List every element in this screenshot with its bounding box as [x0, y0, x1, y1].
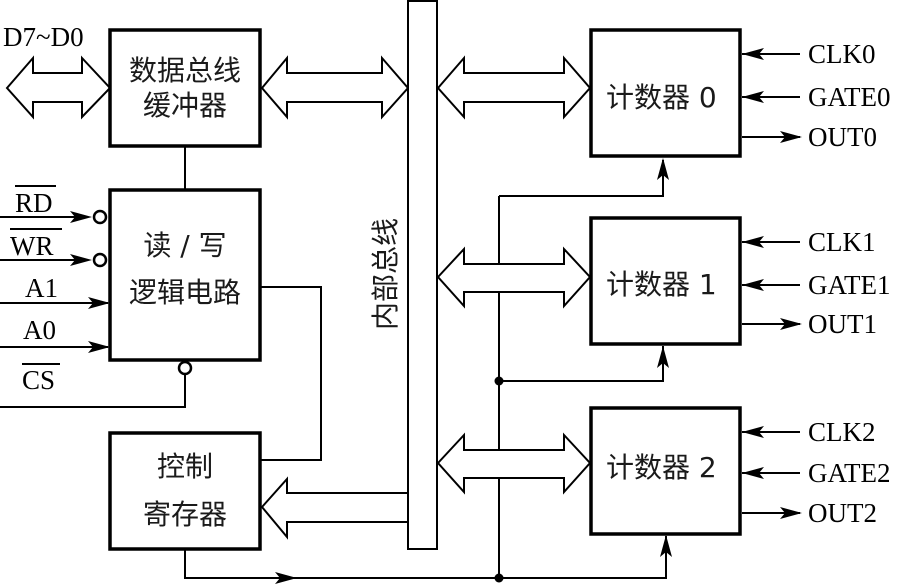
- rd-inversion-bubble: [92, 209, 108, 225]
- counter2-block: [589, 406, 742, 536]
- control-output-arrowhead: [275, 572, 297, 584]
- internal-bus: [407, 0, 438, 550]
- counter2-label: 计数器 2: [606, 451, 717, 484]
- wr-inversion-bubble: [92, 252, 108, 268]
- cs-inversion-bubble: [177, 360, 193, 376]
- rw-logic-label-line1: 读 / 写: [143, 229, 226, 262]
- a0-label: A0: [23, 315, 56, 345]
- clk0-arrowhead: [742, 48, 764, 60]
- counter1-label: 计数器 1: [606, 268, 717, 301]
- gate2-label: GATE2: [808, 458, 891, 488]
- clk2-label: CLK2: [808, 417, 876, 447]
- control-register-label-line1: 控制: [157, 450, 213, 483]
- wr-label: WR: [10, 231, 54, 261]
- control-register-block: [108, 431, 262, 551]
- data-bus-buffer-label-line2: 缓冲器: [143, 89, 227, 122]
- wr-arrowhead: [70, 254, 92, 266]
- data-bus-buffer-label-line1: 数据总线: [129, 54, 241, 87]
- counter2-control-feed: [499, 536, 667, 579]
- counter1-control-feed: [499, 346, 664, 382]
- counter0-label: 计数器 0: [606, 81, 717, 114]
- gate2-arrowhead: [742, 467, 764, 479]
- clk2-arrowhead: [742, 426, 764, 438]
- rw-logic-label-line2: 逻辑电路: [129, 276, 241, 309]
- rd-arrowhead: [70, 211, 92, 223]
- internal-bus-label: 内部总线: [369, 218, 402, 330]
- out0-label: OUT0: [808, 122, 877, 152]
- buffer-internal-bus-arrow: [260, 55, 410, 120]
- bus-to-control-register-arrow: [260, 476, 409, 540]
- out1-arrowhead: [780, 318, 802, 330]
- gate0-arrowhead: [742, 91, 764, 103]
- counter2-control-arrowhead: [660, 535, 672, 557]
- bus-counter1-arrow: [436, 246, 592, 309]
- out2-arrowhead: [780, 507, 802, 519]
- counter1-block: [589, 216, 742, 346]
- external-data-bus-arrow: [5, 55, 112, 120]
- cs-label: CS: [22, 365, 55, 395]
- rd-label: RD: [15, 188, 53, 218]
- gate1-label: GATE1: [808, 270, 891, 300]
- a1-label: A1: [25, 273, 58, 303]
- out2-label: OUT2: [808, 498, 877, 528]
- counter0-control-feed: [499, 160, 664, 197]
- counter0-control-arrowhead: [657, 158, 669, 180]
- out0-arrowhead: [780, 131, 802, 143]
- rw-control-connector: [260, 286, 322, 461]
- clk1-arrowhead: [742, 236, 764, 248]
- data-bus-buffer-block: [108, 28, 262, 148]
- control-output-line: [184, 549, 500, 579]
- counter1-control-arrowhead: [657, 346, 669, 368]
- out1-label: OUT1: [808, 309, 877, 339]
- clk1-label: CLK1: [808, 227, 876, 257]
- data-bus-label: D7~D0: [3, 22, 84, 52]
- a1-arrowhead: [88, 297, 110, 309]
- rw-logic-block: [108, 188, 262, 362]
- gate1-arrowhead: [742, 279, 764, 291]
- gate0-label: GATE0: [808, 82, 891, 112]
- control-register-label-line2: 寄存器: [143, 498, 227, 531]
- bus-counter2-arrow: [436, 432, 592, 495]
- a0-arrowhead: [88, 341, 110, 353]
- cs-signal-line: [0, 374, 186, 408]
- counter0-block: [589, 28, 742, 158]
- junction-dot-1: [494, 376, 504, 386]
- clk0-label: CLK0: [808, 39, 876, 69]
- bus-counter0-arrow: [436, 55, 592, 120]
- junction-dot-2: [494, 573, 504, 583]
